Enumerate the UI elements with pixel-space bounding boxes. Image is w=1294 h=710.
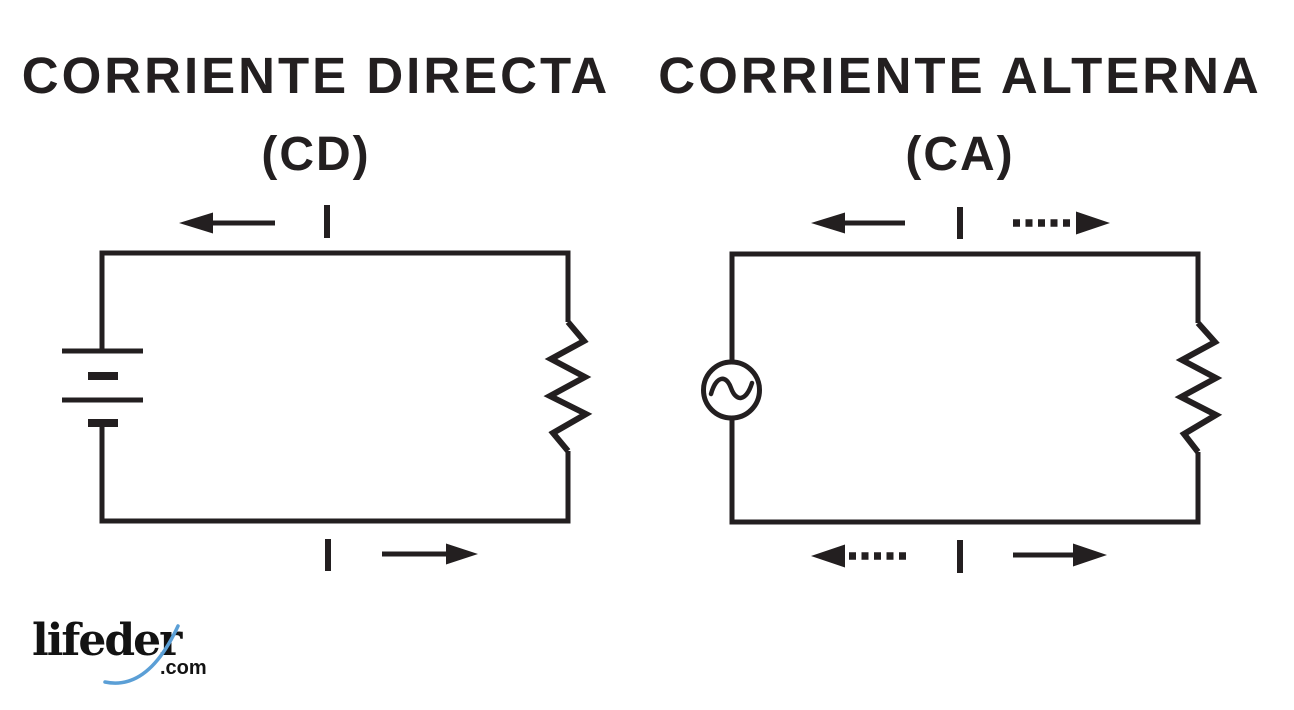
dc-circuit-wire [99, 250, 571, 524]
logo-tld: .com [160, 657, 207, 679]
dc-title: CORRIENTE DIRECTA [21, 47, 611, 104]
logo-swoosh-icon [103, 624, 180, 685]
dc-circuit-diagram [62, 205, 593, 571]
current-arrow-left-icon [179, 212, 275, 234]
battery-icon [62, 348, 143, 427]
logo-wordmark: lifeder [32, 615, 182, 666]
dc-title-block: CORRIENTE DIRECTA (CD) [10, 50, 622, 182]
ac-circuit-diagram [701, 207, 1223, 573]
dotted-arrow-right-icon [1013, 211, 1110, 235]
resistor-icon [543, 320, 593, 453]
ac-source-icon [701, 359, 762, 421]
dotted-arrow-left-icon [811, 544, 906, 568]
ac-title-block: CORRIENTE ALTERNA (CA) [652, 50, 1268, 182]
ac-subtitle: (CA) [905, 128, 1015, 181]
current-arrow-left-icon [811, 212, 905, 234]
dc-subtitle: (CD) [261, 128, 371, 181]
current-arrow-right-icon [1013, 543, 1107, 567]
ac-circuit-wire [729, 251, 1201, 525]
ac-title: CORRIENTE ALTERNA [658, 47, 1262, 104]
resistor-icon [1174, 320, 1223, 454]
lifeder-logo: lifeder .com [30, 613, 240, 693]
current-arrow-right-icon [382, 543, 478, 565]
